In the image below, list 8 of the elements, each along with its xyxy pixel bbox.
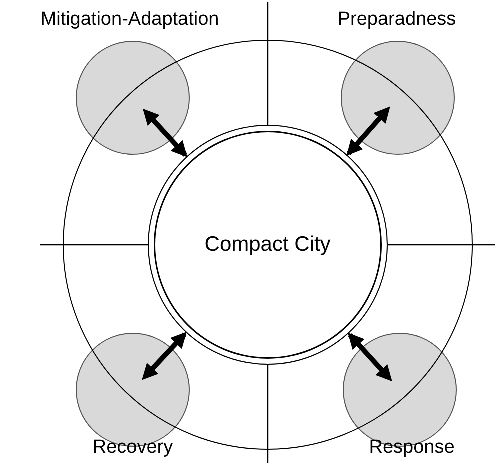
phase-label: Preparadness	[338, 9, 456, 31]
double-arrow	[142, 332, 188, 380]
phase-label: Recovery	[92, 437, 174, 459]
phase-label: Mitigation-Adaptation	[40, 9, 220, 31]
center-label: Compact City	[204, 232, 331, 257]
double-arrow	[348, 332, 392, 382]
phase-label: Response	[369, 437, 455, 459]
double-arrow	[346, 106, 390, 156]
